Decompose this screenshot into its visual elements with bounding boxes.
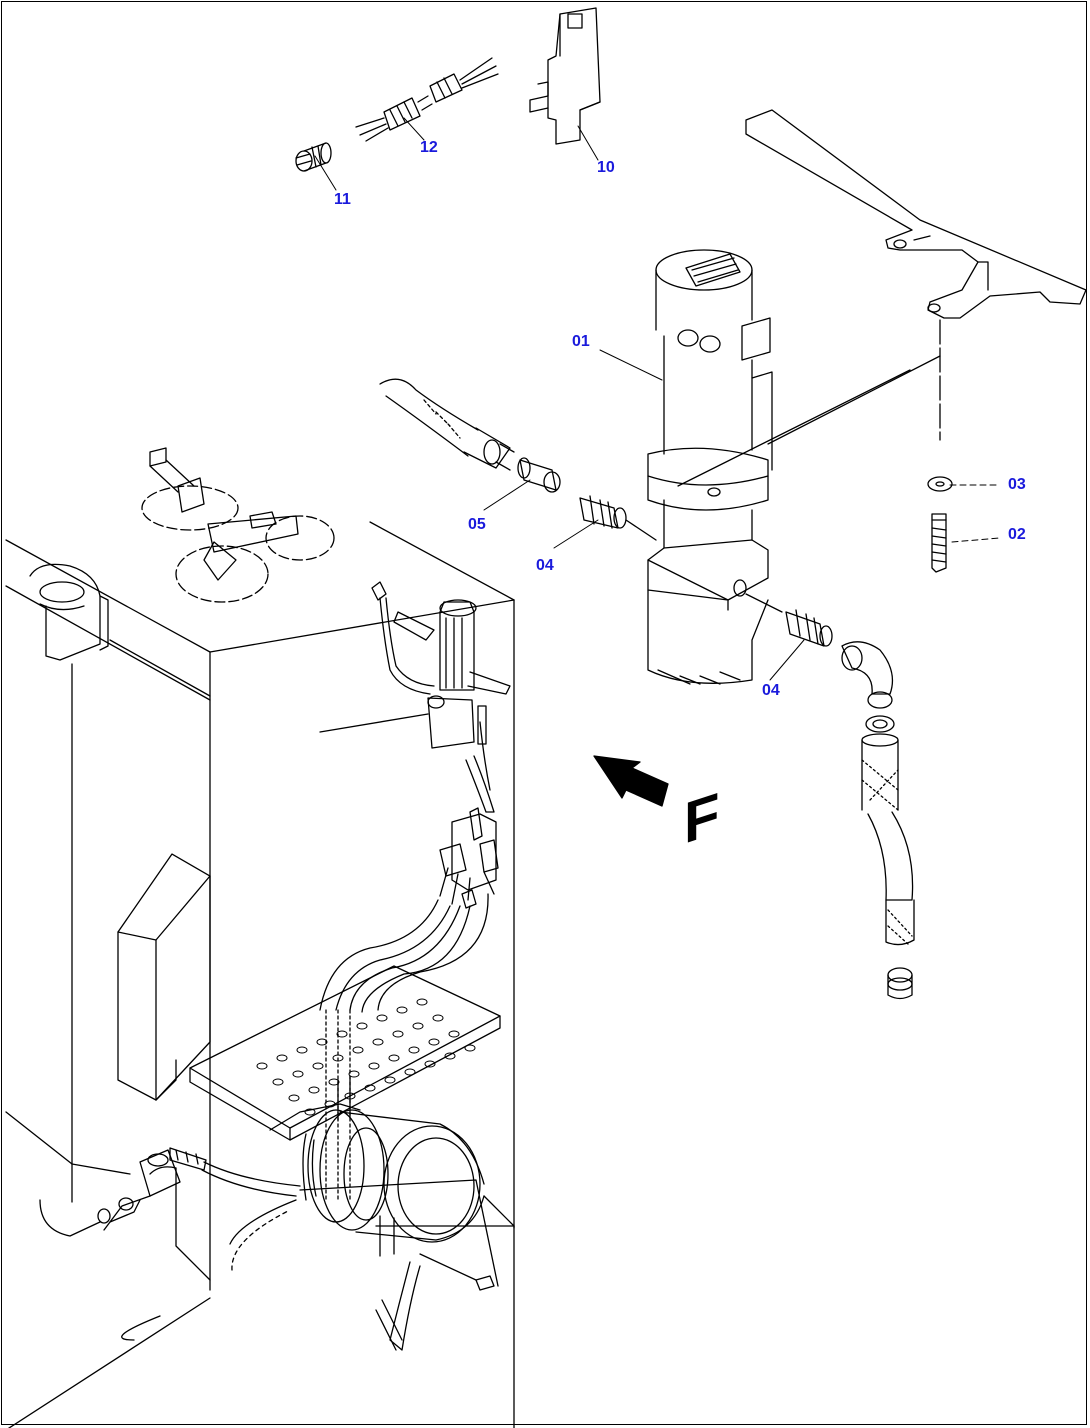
- view-arrow: [594, 756, 668, 806]
- valve-levers: [142, 448, 334, 602]
- upper-hose-assembly: [380, 379, 656, 540]
- bracket-plate: [678, 110, 1086, 486]
- callout-02: 02: [1008, 526, 1026, 543]
- callout-04-lower: 04: [762, 682, 780, 699]
- pipe-outlet: [270, 1104, 514, 1350]
- view-arrow-label: F: [684, 780, 720, 857]
- part-10-terminal-clip: [530, 8, 600, 144]
- part-01-filter-cylinder: [648, 250, 772, 684]
- callout-11: 11: [334, 191, 351, 208]
- perforated-plate: [190, 966, 500, 1140]
- part-12-connector: [356, 58, 498, 141]
- leader-lines: [315, 118, 1000, 680]
- callout-12: 12: [420, 139, 438, 156]
- callout-01: 01: [572, 333, 590, 350]
- valve-block: [320, 808, 498, 1200]
- part-03-washer: [928, 477, 952, 491]
- callout-05: 05: [468, 516, 486, 533]
- callout-10: 10: [597, 159, 615, 176]
- pump-assembly: [320, 582, 510, 812]
- callout-04-upper: 04: [536, 557, 554, 574]
- part-02-bolt: [932, 514, 946, 572]
- display-box: [118, 854, 210, 1100]
- lower-left-hose: [40, 1148, 300, 1270]
- callout-03: 03: [1008, 476, 1026, 493]
- tank-structure: [6, 484, 514, 1428]
- part-11-cable-gland: [296, 143, 331, 171]
- lower-hose-assembly: [746, 594, 914, 999]
